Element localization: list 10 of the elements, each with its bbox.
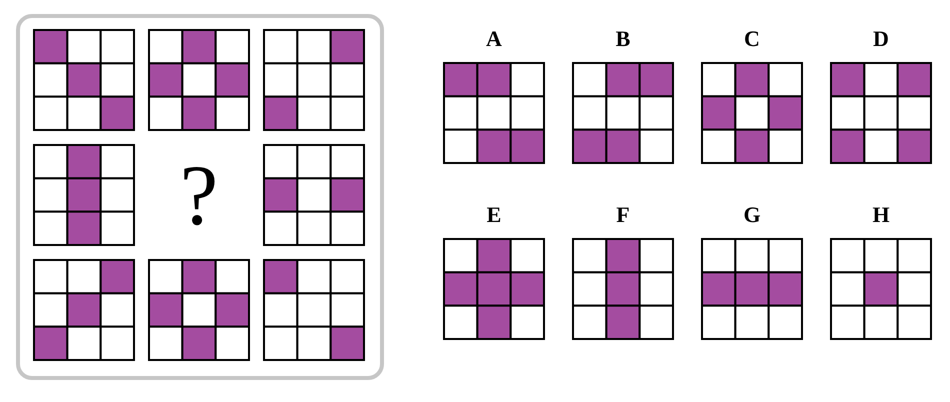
option-letter: G: [743, 202, 761, 228]
option-letter: A: [486, 26, 502, 52]
option-letter: F: [616, 202, 630, 228]
option-letter: H: [872, 202, 890, 228]
option-letter: D: [873, 26, 889, 52]
question-mark: ?: [178, 146, 220, 245]
option-letter: E: [486, 202, 502, 228]
puzzle-panel: [16, 14, 384, 380]
option-letter: B: [616, 26, 630, 52]
option-letter: C: [744, 26, 760, 52]
